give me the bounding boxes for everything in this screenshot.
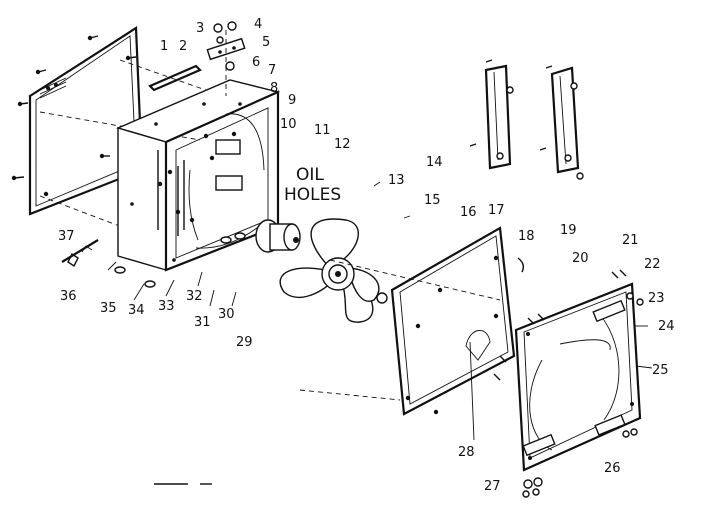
callout-16: 16 bbox=[460, 205, 477, 220]
grille-screws bbox=[11, 35, 137, 197]
rear-frame bbox=[390, 226, 525, 416]
power-cord bbox=[61, 239, 99, 268]
callout-9: 9 bbox=[288, 93, 296, 108]
callout-7: 7 bbox=[268, 63, 276, 78]
callout-22: 22 bbox=[644, 257, 661, 272]
fan-blade bbox=[279, 218, 388, 323]
callout-12: 12 bbox=[334, 137, 351, 152]
callout-1: 1 bbox=[160, 39, 168, 54]
callout-19: 19 bbox=[560, 223, 577, 238]
callout-32: 32 bbox=[186, 289, 203, 304]
callout-37: 37 bbox=[58, 229, 75, 244]
cabinet-handle bbox=[148, 64, 202, 92]
callout-29: 29 bbox=[236, 335, 253, 350]
callout-21: 21 bbox=[622, 233, 639, 248]
callout-26: 26 bbox=[604, 461, 621, 476]
callout-20: 20 bbox=[572, 251, 589, 266]
callout-33: 33 bbox=[158, 299, 175, 314]
callout-18: 18 bbox=[518, 229, 535, 244]
cabinet-feet bbox=[114, 232, 246, 288]
callout-4: 4 bbox=[254, 17, 262, 32]
callout-labels: 1 2 3 4 5 6 7 8 9 10 11 12 13 14 15 16 1… bbox=[58, 17, 675, 494]
callout-30: 30 bbox=[218, 307, 235, 322]
top-switch-hardware bbox=[206, 21, 246, 96]
callout-6: 6 bbox=[252, 55, 260, 70]
side-bracket-left bbox=[469, 59, 514, 170]
side-bracket-right bbox=[539, 65, 584, 180]
callout-24: 24 bbox=[658, 319, 675, 334]
oil-holes-label: OIL HOLES bbox=[284, 165, 341, 205]
callout-2: 2 bbox=[179, 39, 187, 54]
callout-27: 27 bbox=[484, 479, 501, 494]
callout-5: 5 bbox=[262, 35, 270, 50]
callout-10: 10 bbox=[280, 117, 297, 132]
callout-3: 3 bbox=[196, 21, 204, 36]
callout-11: 11 bbox=[314, 123, 331, 138]
callout-28: 28 bbox=[458, 445, 475, 460]
callout-14: 14 bbox=[426, 155, 443, 170]
callout-8: 8 bbox=[270, 81, 278, 96]
oil-holes-line-1: OIL bbox=[296, 165, 324, 185]
callout-31: 31 bbox=[194, 315, 211, 330]
callout-25: 25 bbox=[652, 363, 669, 378]
cabinet-housing bbox=[115, 79, 281, 272]
callout-36: 36 bbox=[60, 289, 77, 304]
rear-grille-panel bbox=[493, 269, 644, 498]
callout-35: 35 bbox=[100, 301, 117, 316]
callout-15: 15 bbox=[424, 193, 441, 208]
leader-lines bbox=[107, 181, 653, 441]
oil-holes-line-2: HOLES bbox=[284, 185, 341, 205]
callout-13: 13 bbox=[388, 173, 405, 188]
fan-motor bbox=[255, 219, 301, 253]
callout-34: 34 bbox=[128, 303, 145, 318]
callout-23: 23 bbox=[648, 291, 665, 306]
callout-17: 17 bbox=[488, 203, 505, 218]
